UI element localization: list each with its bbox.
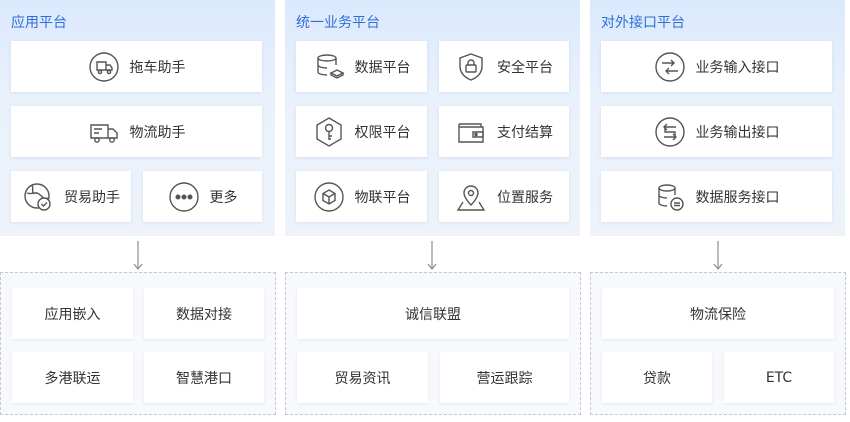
globe-check-icon [22, 181, 54, 213]
card-label: 贸易助手 [64, 189, 120, 206]
external-interface-panel: 对外接口平台 业务输入接口 业务输出接口 数据服务接口 [590, 0, 845, 236]
card-business-output[interactable]: 业务输出接口 [601, 106, 832, 157]
panel-title: 统一业务平台 [296, 15, 380, 31]
card-payment-settlement[interactable]: 支付结算 [439, 106, 569, 157]
card-label: 物联平台 [354, 189, 411, 206]
card-label: 权限平台 [354, 124, 411, 141]
card-label: 业务输出接口 [695, 124, 780, 141]
wallet-icon [455, 116, 487, 148]
app-platform-panel: 应用平台 拖车助手 物流助手 贸易助手 更多 [0, 0, 275, 236]
arrow-down-icon [713, 241, 723, 270]
card-operation-tracking[interactable]: 营运跟踪 [440, 352, 569, 403]
card-label: 位置服务 [497, 189, 553, 206]
database-icon [313, 51, 345, 83]
card-trade-assistant[interactable]: 贸易助手 [11, 171, 131, 222]
more-dots-icon [168, 181, 200, 213]
card-label: 安全平台 [497, 59, 553, 76]
tow-truck-icon [88, 51, 120, 83]
panel-title: 对外接口平台 [601, 15, 685, 31]
card-data-docking[interactable]: 数据对接 [144, 288, 264, 339]
arrow-down-icon [133, 241, 143, 270]
card-tow-assistant[interactable]: 拖车助手 [11, 41, 262, 92]
business-extension-group: 诚信联盟 贸易资讯 营运跟踪 [285, 272, 581, 415]
hexagon-key-icon [313, 116, 345, 148]
iot-cube-icon [313, 181, 345, 213]
output-interface-icon [654, 116, 686, 148]
card-label: 数据平台 [354, 59, 411, 76]
database-service-icon [654, 181, 686, 213]
card-data-service[interactable]: 数据服务接口 [601, 171, 832, 222]
card-logistics-assistant[interactable]: 物流助手 [11, 106, 262, 157]
panel-title: 应用平台 [11, 15, 67, 31]
card-location-service[interactable]: 位置服务 [439, 171, 569, 222]
card-label: 更多 [209, 189, 238, 206]
card-more[interactable]: 更多 [143, 171, 262, 222]
card-label: 业务输入接口 [695, 59, 780, 76]
card-security-platform[interactable]: 安全平台 [439, 41, 569, 92]
card-permission-platform[interactable]: 权限平台 [296, 106, 427, 157]
card-iot-platform[interactable]: 物联平台 [296, 171, 427, 222]
card-smart-port[interactable]: 智慧港口 [144, 352, 264, 403]
location-pin-icon [455, 181, 487, 213]
interface-extension-group: 物流保险 贷款 ETC [590, 272, 846, 415]
app-extension-group: 应用嵌入 数据对接 多港联运 智慧港口 [0, 272, 276, 415]
arrow-down-icon [427, 241, 437, 270]
card-loan[interactable]: 贷款 [602, 352, 712, 403]
card-label: 物流助手 [129, 124, 186, 141]
delivery-truck-icon [88, 116, 120, 148]
card-logistics-insurance[interactable]: 物流保险 [602, 288, 834, 339]
card-credit-alliance[interactable]: 诚信联盟 [297, 288, 569, 339]
card-label: 支付结算 [497, 124, 553, 141]
card-label: 拖车助手 [129, 59, 186, 76]
card-label: 数据服务接口 [695, 189, 780, 206]
business-platform-panel: 统一业务平台 数据平台 安全平台 权限平台 支付结算 物联平台 位置服 [285, 0, 580, 236]
card-trade-news[interactable]: 贸易资讯 [297, 352, 428, 403]
input-interface-icon [654, 51, 686, 83]
card-multi-port-transport[interactable]: 多港联运 [12, 352, 133, 403]
shield-lock-icon [455, 51, 487, 83]
card-app-embed[interactable]: 应用嵌入 [12, 288, 133, 339]
card-etc[interactable]: ETC [724, 352, 834, 403]
card-data-platform[interactable]: 数据平台 [296, 41, 427, 92]
card-business-input[interactable]: 业务输入接口 [601, 41, 832, 92]
